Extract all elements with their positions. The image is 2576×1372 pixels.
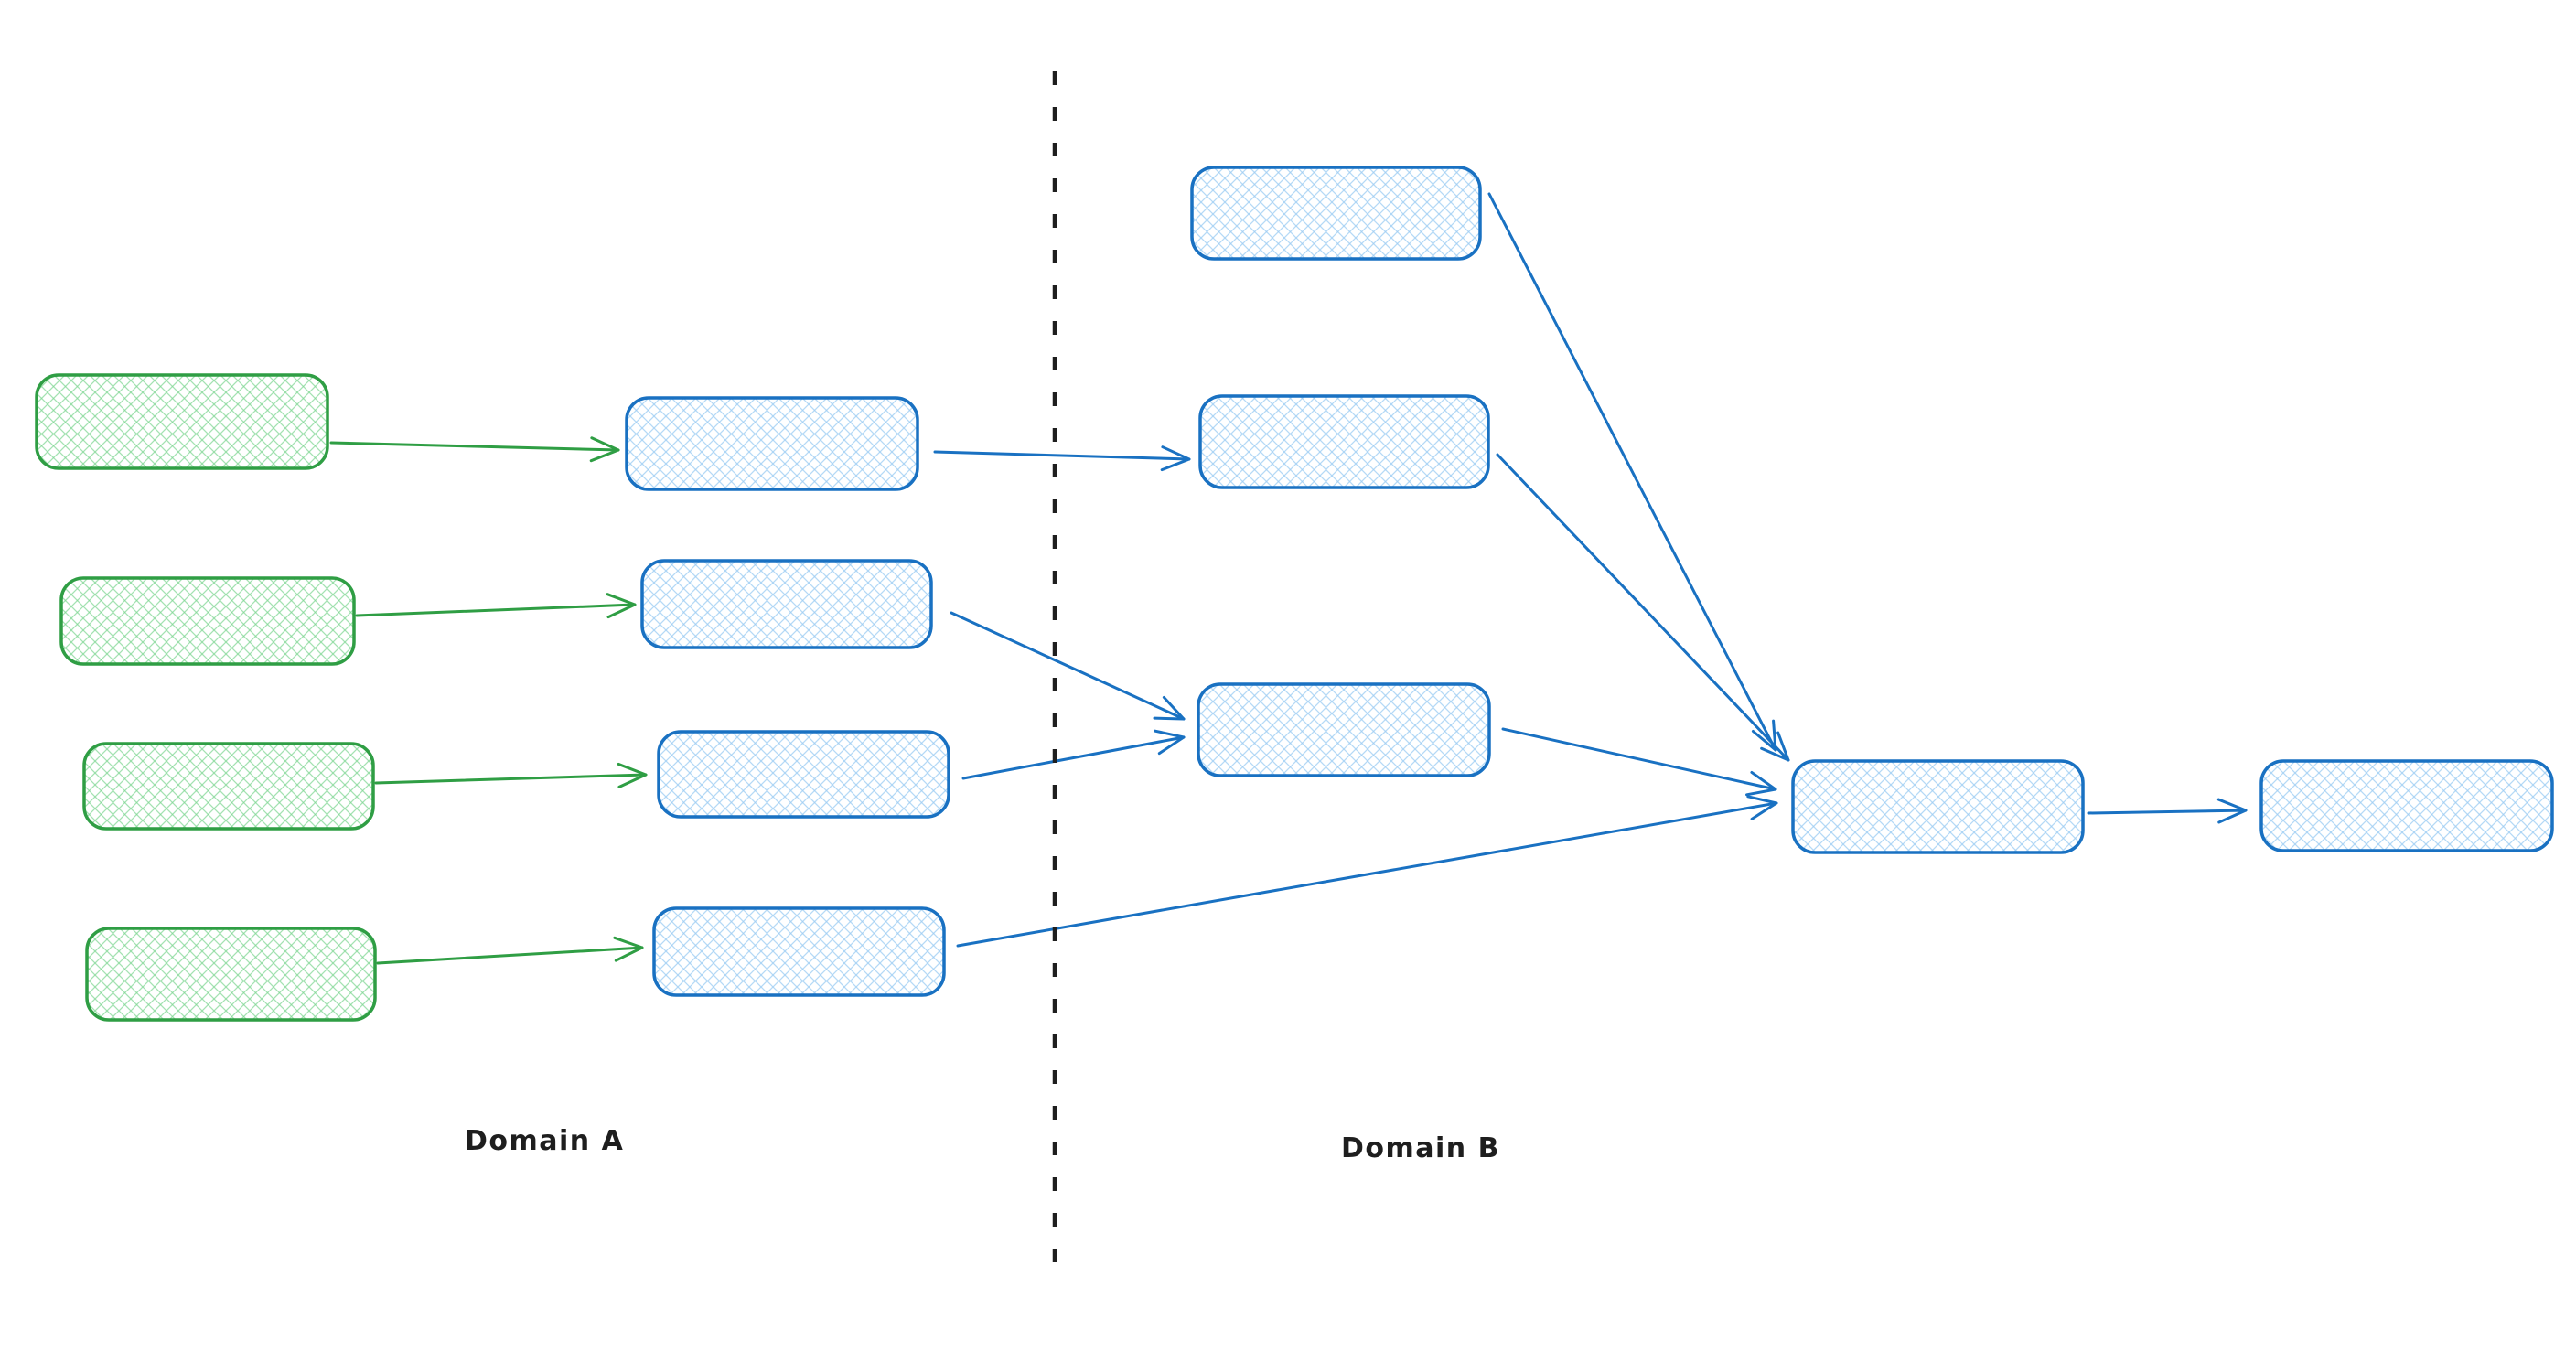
node-a-src-1 xyxy=(35,373,329,470)
edges-layer xyxy=(329,192,2248,965)
node-a-src-2 xyxy=(59,576,356,666)
node-b-input-2 xyxy=(1198,394,1490,489)
node-b-merge xyxy=(1791,759,2085,854)
arrow-b-input-2-to-b-merge xyxy=(1496,453,1790,762)
arrow-b-merge-to-b-output xyxy=(2087,798,2248,824)
arrow-a-proc-4-to-b-merge xyxy=(956,795,1778,948)
node-b-input-3 xyxy=(1197,682,1491,777)
arrow-a-proc-1-to-b-input-2 xyxy=(933,445,1191,472)
domain-a-label: Domain A xyxy=(465,1125,625,1157)
domain-b-label: Domain B xyxy=(1341,1132,1500,1164)
node-b-output xyxy=(2259,759,2554,852)
nodes-layer xyxy=(35,166,2554,1022)
node-a-src-4 xyxy=(85,927,377,1022)
node-a-proc-3 xyxy=(657,730,950,819)
arrow-a-proc-3-to-b-input-3 xyxy=(961,729,1186,780)
node-b-input-1 xyxy=(1190,166,1482,261)
arrow-b-input-1-to-b-merge xyxy=(1487,192,1777,752)
node-a-proc-4 xyxy=(652,906,946,997)
node-a-proc-2 xyxy=(640,559,933,649)
arrow-a-src-4-to-a-proc-4 xyxy=(376,936,644,965)
arrow-b-input-3-to-b-merge xyxy=(1501,727,1777,797)
arrow-a-proc-2-to-b-input-3 xyxy=(950,611,1186,721)
arrow-a-src-2-to-a-proc-2 xyxy=(355,593,637,619)
arrow-a-src-1-to-a-proc-1 xyxy=(329,436,620,463)
node-a-proc-1 xyxy=(625,396,919,491)
arrow-a-src-3-to-a-proc-3 xyxy=(374,762,648,788)
node-a-src-3 xyxy=(82,742,375,831)
